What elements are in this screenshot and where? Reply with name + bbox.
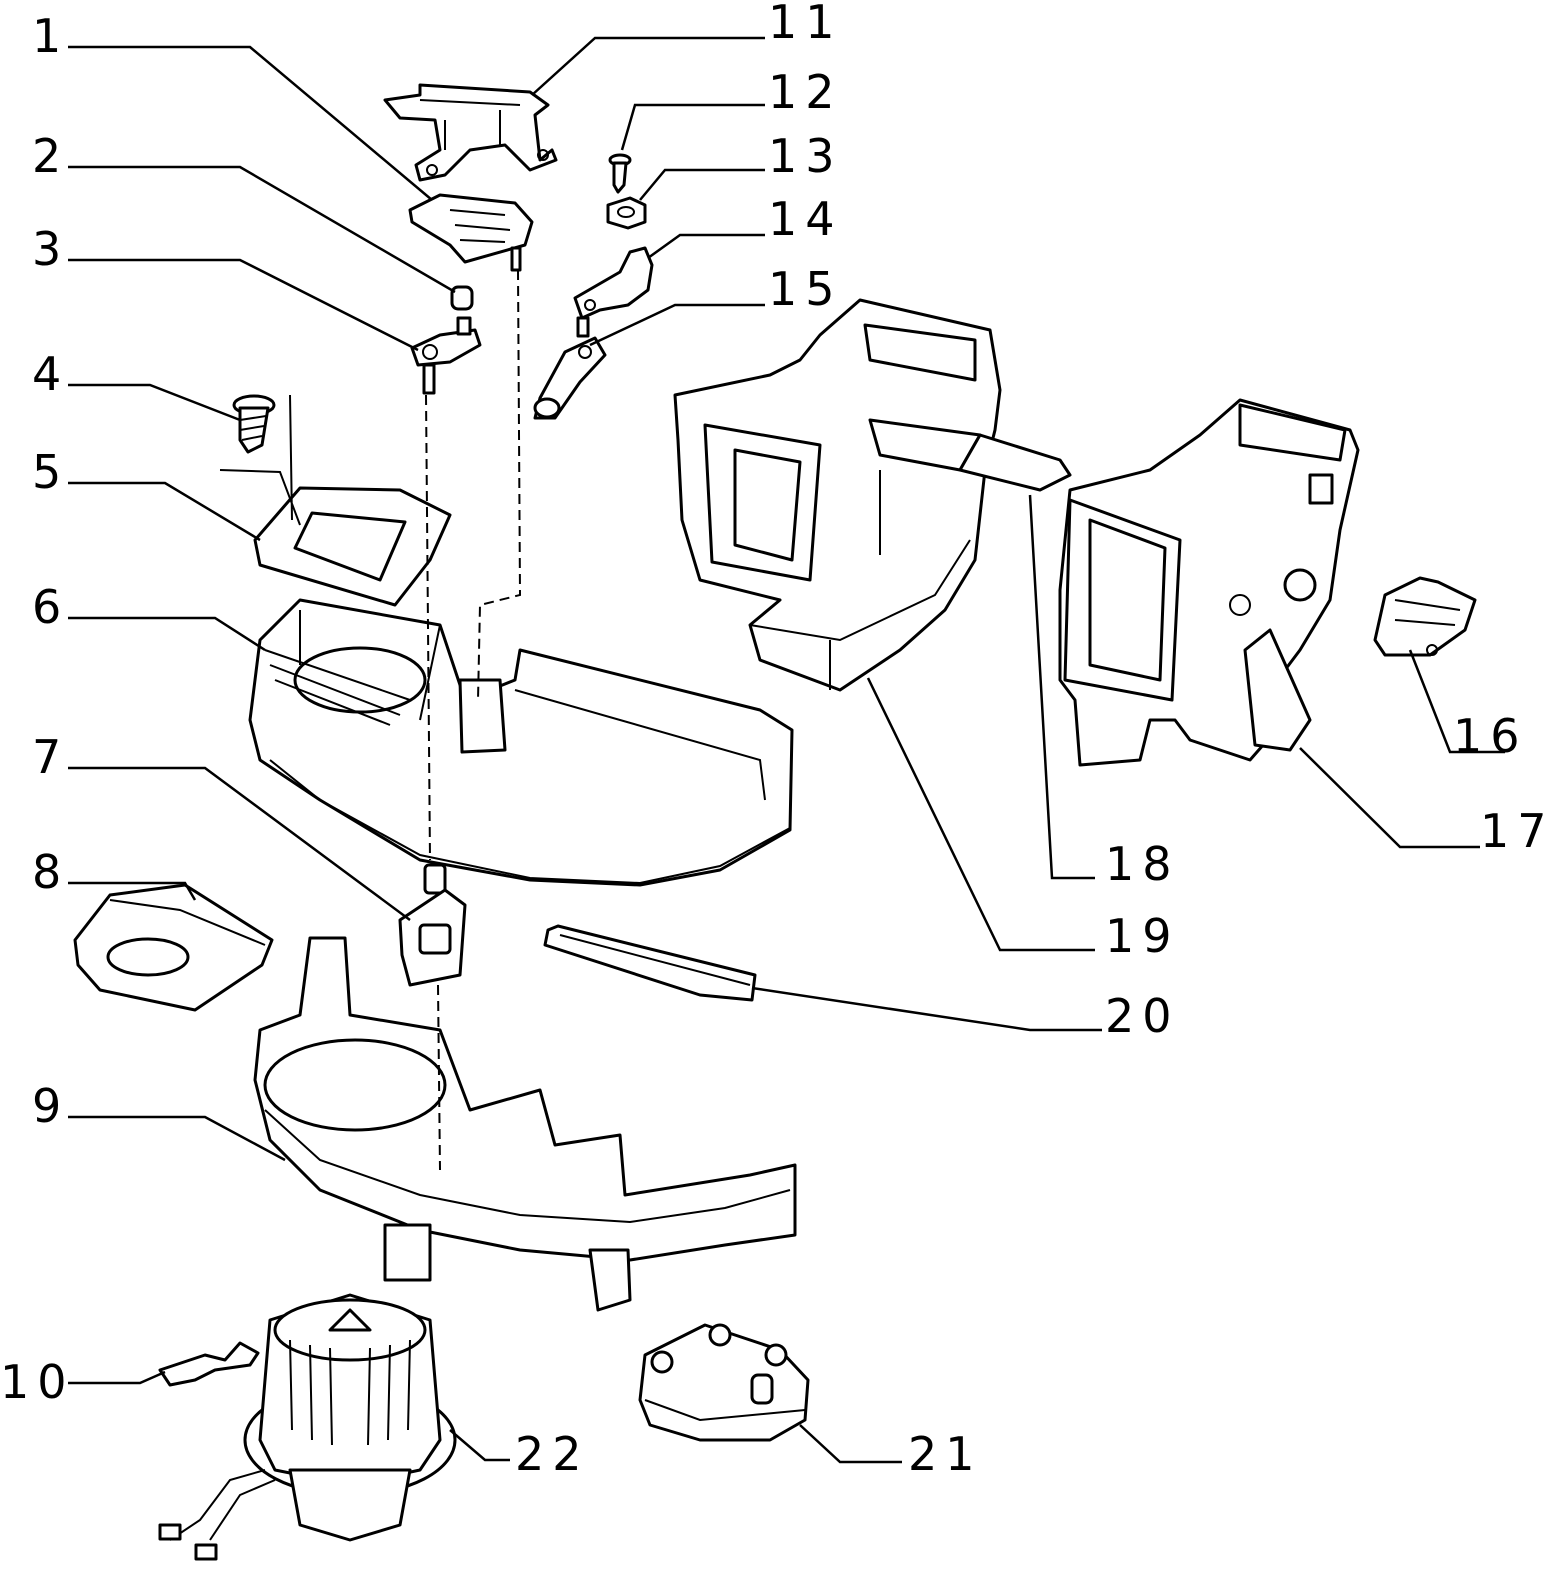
leader-22 <box>449 1429 510 1462</box>
part-20-filter-strip <box>543 924 757 1002</box>
callout-17: 17 <box>1480 804 1547 858</box>
callout-8: 8 <box>32 845 69 899</box>
part-10-clip <box>158 1341 260 1387</box>
callout-3: 3 <box>32 222 69 276</box>
leader-1 <box>68 45 433 201</box>
leader-7 <box>68 766 411 922</box>
leader-20 <box>751 986 1102 1032</box>
leader-3 <box>68 258 419 352</box>
part-9-lower-housing <box>253 936 797 1312</box>
leader-17 <box>1299 747 1480 849</box>
callout-6: 6 <box>32 580 69 634</box>
callout-9: 9 <box>32 1079 69 1133</box>
leader-6 <box>68 616 266 652</box>
callout-20: 20 <box>1105 989 1180 1043</box>
callout-11: 11 <box>768 0 843 49</box>
callout-15: 15 <box>768 262 843 316</box>
callout-16: 16 <box>1453 709 1528 763</box>
part-19-heater-case-left <box>673 298 1072 692</box>
part-15-linkage-rod <box>533 336 607 420</box>
part-3-small-lever <box>410 316 482 395</box>
leader-5 <box>68 481 261 542</box>
leader-2 <box>68 165 456 294</box>
leader-4 <box>68 383 241 422</box>
axis-line-left <box>425 394 431 861</box>
part-12-screw <box>608 153 632 194</box>
part-13-nut <box>606 196 647 230</box>
callout-18: 18 <box>1105 837 1180 891</box>
leader-21 <box>799 1424 902 1464</box>
leader-10 <box>68 1370 166 1385</box>
callout-22: 22 <box>515 1427 590 1481</box>
axis-line-middle <box>477 269 522 701</box>
leader-12 <box>620 103 765 151</box>
part-1-lever-plate <box>408 193 534 272</box>
leader-18 <box>1028 494 1095 880</box>
part-11-bracket <box>383 83 558 182</box>
callout-13: 13 <box>768 129 843 183</box>
callout-7: 7 <box>32 730 69 784</box>
part-22-blower-motor <box>158 1293 457 1561</box>
callout-19: 19 <box>1105 909 1180 963</box>
callout-2: 2 <box>32 129 69 183</box>
part-21-connector-block <box>638 1323 810 1442</box>
callout-10: 10 <box>0 1355 75 1409</box>
part-8-grille-cover <box>73 883 274 1012</box>
leader-8 <box>68 881 197 901</box>
leader-11 <box>531 36 765 96</box>
callout-5: 5 <box>32 445 69 499</box>
leader-19 <box>866 677 1095 952</box>
callout-1: 1 <box>32 9 69 63</box>
callout-21: 21 <box>908 1427 983 1481</box>
part-2-bush <box>450 285 474 311</box>
part-4-screw <box>232 394 276 454</box>
leader-16 <box>1408 649 1505 754</box>
leader-14 <box>647 233 765 260</box>
part-16-actuator <box>1373 576 1477 657</box>
callout-4: 4 <box>32 347 69 401</box>
callout-14: 14 <box>768 192 843 246</box>
part-6-upper-housing <box>248 598 794 887</box>
part-5-gasket <box>219 394 452 607</box>
leader-15 <box>589 303 765 347</box>
part-14-lever <box>573 246 654 338</box>
leader-9 <box>68 1115 286 1162</box>
part-7-resistor <box>398 863 467 987</box>
callout-12: 12 <box>768 65 843 119</box>
part-17-heater-case-right <box>1058 398 1360 767</box>
leader-13 <box>639 168 765 201</box>
